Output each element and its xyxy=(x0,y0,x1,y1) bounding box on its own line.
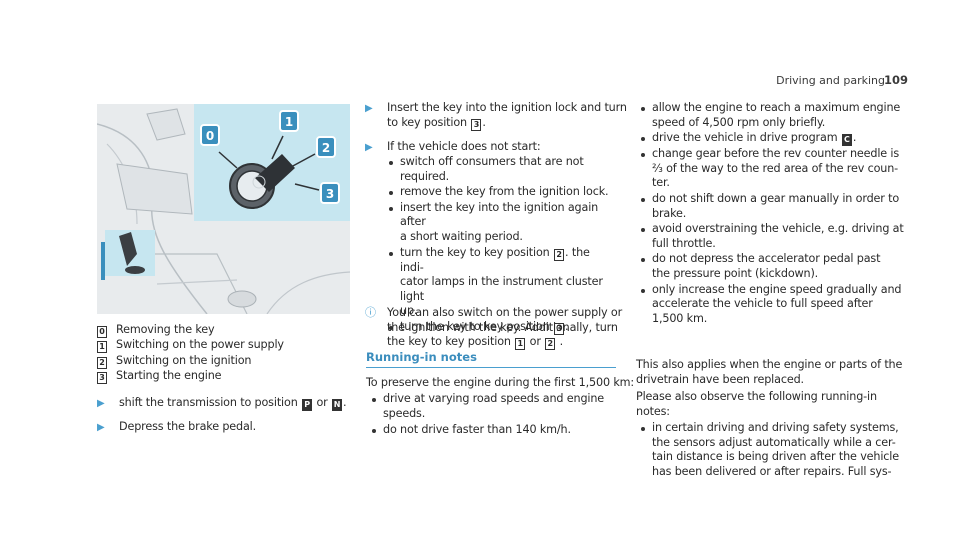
legend-text: Switching on the power supply xyxy=(116,338,284,351)
drive-program-c-badge: C xyxy=(841,134,852,147)
running-header: Driving and parking xyxy=(776,74,885,87)
list-item: turn the key to key position 3. xyxy=(389,320,615,335)
list-item: do not drive faster than 140 km/h. xyxy=(372,423,613,438)
list-item: in certain driving and driving safety sy… xyxy=(641,421,912,479)
key-0-badge: 0 xyxy=(97,326,107,338)
callout-1-icon: 1 xyxy=(279,110,299,132)
legend-item-1: 1 Switching on the power supply xyxy=(97,338,284,353)
paragraph-observe: Please also observe the following runnin… xyxy=(636,390,877,418)
svg-text:0: 0 xyxy=(206,129,214,143)
step-vehicle-not-start: ▶If the vehicle does not start: xyxy=(365,140,541,156)
step-arrow-icon: ▶ xyxy=(97,422,105,433)
list-item: insert the key into the ignition again a… xyxy=(389,201,615,245)
running-in-intro: To preserve the engine during the first … xyxy=(366,376,635,389)
step-arrow-icon: ▶ xyxy=(97,398,105,409)
list-item: avoid overstraining the vehicle, e.g. dr… xyxy=(641,222,912,251)
key-3-badge: 3 xyxy=(471,119,482,131)
step-arrow-icon: ▶ xyxy=(365,142,373,153)
list-item: drive the vehicle in drive program C. xyxy=(641,131,912,147)
gear-p-badge: P xyxy=(302,399,313,411)
legend-item-2: 2 Switching on the ignition xyxy=(97,354,251,369)
step-arrow-icon: ▶ xyxy=(365,103,373,114)
step-insert-key-cont: to key position 3. xyxy=(387,116,486,131)
svg-text:3: 3 xyxy=(326,187,334,201)
info-note: ⓘ You can also switch on the power suppl… xyxy=(365,306,623,351)
ignition-lock-drawing: 0 1 2 3 xyxy=(97,104,350,314)
key-2-badge: 2 xyxy=(554,248,565,261)
right-list: allow the engine to reach a maximum engi… xyxy=(641,101,912,327)
svg-text:2: 2 xyxy=(322,141,330,155)
legend-item-3: 3 Starting the engine xyxy=(97,369,222,384)
list-item: allow the engine to reach a maximum engi… xyxy=(641,101,912,130)
right-list-2: in certain driving and driving safety sy… xyxy=(641,421,912,479)
gear-n-badge: N xyxy=(332,399,343,411)
section-divider xyxy=(366,367,616,368)
list-item: do not shift down a gear manually in ord… xyxy=(641,192,912,221)
key-3-badge: 3 xyxy=(97,372,107,384)
list-item: only increase the engine speed gradually… xyxy=(641,283,912,327)
legend-item-0: 0 Removing the key xyxy=(97,323,215,338)
key-2-badge: 2 xyxy=(97,357,107,369)
ignition-lock-illustration: 0 1 2 3 xyxy=(97,104,350,314)
callout-2-icon: 2 xyxy=(316,136,336,158)
key-3-badge: 3 xyxy=(554,322,565,335)
legend-text: Removing the key xyxy=(116,323,215,336)
legend-text: Starting the engine xyxy=(116,369,222,382)
step-insert-key: ▶Insert the key into the ignition lock a… xyxy=(365,101,627,117)
step-depress-brake: ▶Depress the brake pedal. xyxy=(97,420,256,436)
page-number: 109 xyxy=(883,73,908,87)
step-shift-transmission: ▶shift the transmission to position P or… xyxy=(97,396,347,412)
key-2-badge: 2 xyxy=(545,338,556,351)
list-item: turn the key to key position 2. the indi… xyxy=(389,246,615,319)
section-title-running-in: Running-in notes xyxy=(366,350,477,364)
svg-text:1: 1 xyxy=(285,115,293,129)
key-1-badge: 1 xyxy=(97,341,107,353)
info-icon: ⓘ xyxy=(365,306,376,319)
callout-0-icon: 0 xyxy=(200,124,220,146)
list-item: change gear before the rev counter needl… xyxy=(641,147,912,191)
legend-text: Switching on the ignition xyxy=(116,354,252,367)
paragraph-replaced: This also applies when the engine or par… xyxy=(636,358,903,386)
key-1-badge: 1 xyxy=(515,338,526,351)
list-item: do not depress the accelerator pedal pas… xyxy=(641,252,912,281)
list-item: remove the key from the ignition lock. xyxy=(389,185,615,200)
callout-3-icon: 3 xyxy=(320,182,340,204)
